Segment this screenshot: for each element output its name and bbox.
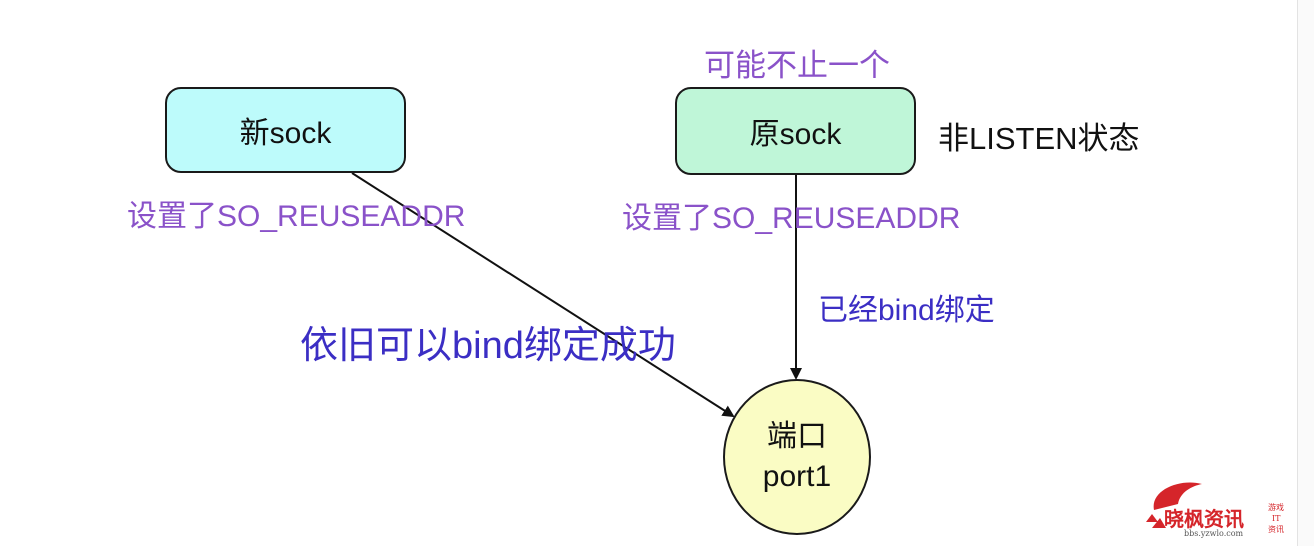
orig-sock-reuse-note: 设置了SO_REUSEADDR	[622, 202, 961, 235]
orig-sock-node: 原sock	[675, 87, 916, 175]
watermark-logo: 晓枫资讯 游戏 IT 资讯 bbs.yzwlo.com	[1140, 470, 1300, 540]
port-label-en: port1	[762, 460, 832, 493]
new-sock-reuse-note: 设置了SO_REUSEADDR	[127, 200, 466, 233]
still-can-bind-note: 依旧可以bind绑定成功	[300, 325, 676, 367]
already-bound-note: 已经bind绑定	[818, 294, 995, 327]
svg-text:游戏: 游戏	[1268, 502, 1284, 512]
new-sock-node: 新sock	[165, 87, 406, 173]
port-node: 端口 port1	[723, 379, 871, 535]
edge-new-sock-to-port	[351, 172, 735, 418]
port-label-cn: 端口	[767, 419, 827, 453]
watermark-emblem-icon: 晓枫资讯 游戏 IT 资讯 bbs.yzwlo.com	[1146, 482, 1284, 538]
non-listen-note: 非LISTEN状态	[938, 121, 1140, 156]
svg-text:资讯: 资讯	[1268, 524, 1284, 534]
svg-text:晓枫资讯: 晓枫资讯	[1164, 507, 1244, 531]
page-edge	[1297, 0, 1314, 546]
svg-text:bbs.yzwlo.com: bbs.yzwlo.com	[1184, 529, 1244, 538]
new-sock-label: 新sock	[239, 117, 332, 150]
svg-text:IT: IT	[1272, 514, 1281, 523]
orig-sock-label: 原sock	[749, 118, 842, 151]
orig-multiple-note: 可能不止一个	[704, 48, 890, 83]
